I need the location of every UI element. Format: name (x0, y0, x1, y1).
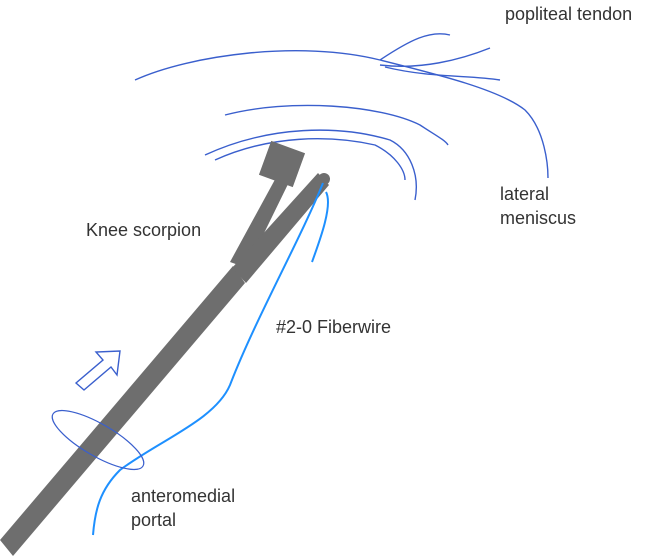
suture-limb-tail (311, 191, 329, 263)
lower-jaw-tip (318, 173, 330, 185)
inner-meniscus-curve-3 (214, 138, 406, 181)
popliteal-tendon-line-mid (379, 47, 491, 68)
knee-scorpion-instrument (0, 140, 330, 556)
popliteal-tendon-line-upper (379, 33, 451, 61)
suture-limb-main (92, 182, 324, 536)
anteromedial-portal-outline (51, 409, 145, 471)
anatomy-outlines (134, 33, 549, 201)
inner-meniscus-curve-1 (224, 104, 449, 146)
popliteal-tendon-line-lower (384, 66, 501, 81)
inner-meniscus-curve-2 (204, 129, 417, 201)
label-popliteal-tendon: popliteal tendon (505, 4, 633, 24)
fiberwire-suture (92, 182, 329, 536)
portal-ellipse (51, 409, 145, 471)
lower-jaw-arm (232, 173, 329, 283)
upper-jaw-arm (230, 174, 291, 268)
arrow-up-right-outline-icon (74, 350, 121, 391)
label-portal: portal (131, 510, 177, 530)
label-lateral: lateral (500, 184, 550, 204)
label-anteromedial: anteromedial (131, 486, 236, 506)
outer-meniscus-curve (134, 50, 549, 179)
label-meniscus: meniscus (500, 208, 577, 228)
upper-jaw-tip (258, 140, 306, 188)
instrument-shaft (0, 266, 245, 556)
label-knee-scorpion: Knee scorpion (86, 220, 202, 240)
label-fiberwire: #2-0 Fiberwire (276, 317, 392, 337)
